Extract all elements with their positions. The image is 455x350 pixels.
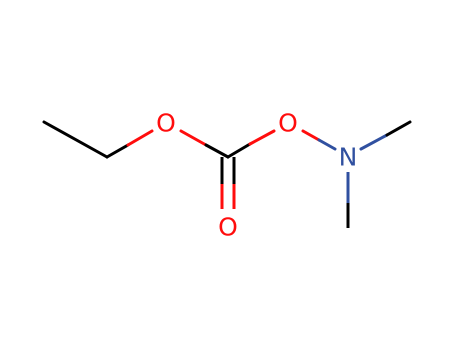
bond-c2-o1-carbon-half [105, 143, 130, 159]
atom-o1-label: O [156, 109, 176, 138]
bond-n-c4-nitrogen-half [359, 133, 389, 151]
bond-c3-o2-carbon-half [226, 142, 252, 159]
bond-o1-c3-carbon-half [204, 143, 230, 159]
bond-c1-c2 [42, 120, 109, 159]
bond-o2-n-oxygen-half [301, 129, 321, 142]
bond-n-c4-carbon-half [385, 120, 412, 137]
atom-o3-label: O [218, 213, 238, 242]
bond-o1-c3-oxygen-half [179, 129, 208, 147]
atom-n1-label: N [339, 143, 358, 172]
atom-o2-label: O [278, 109, 298, 138]
bond-o2-n-nitrogen-half [317, 138, 337, 151]
bond-c2-o1-oxygen-half [126, 129, 154, 147]
bond-c3-o2-oxygen-half [248, 129, 276, 146]
